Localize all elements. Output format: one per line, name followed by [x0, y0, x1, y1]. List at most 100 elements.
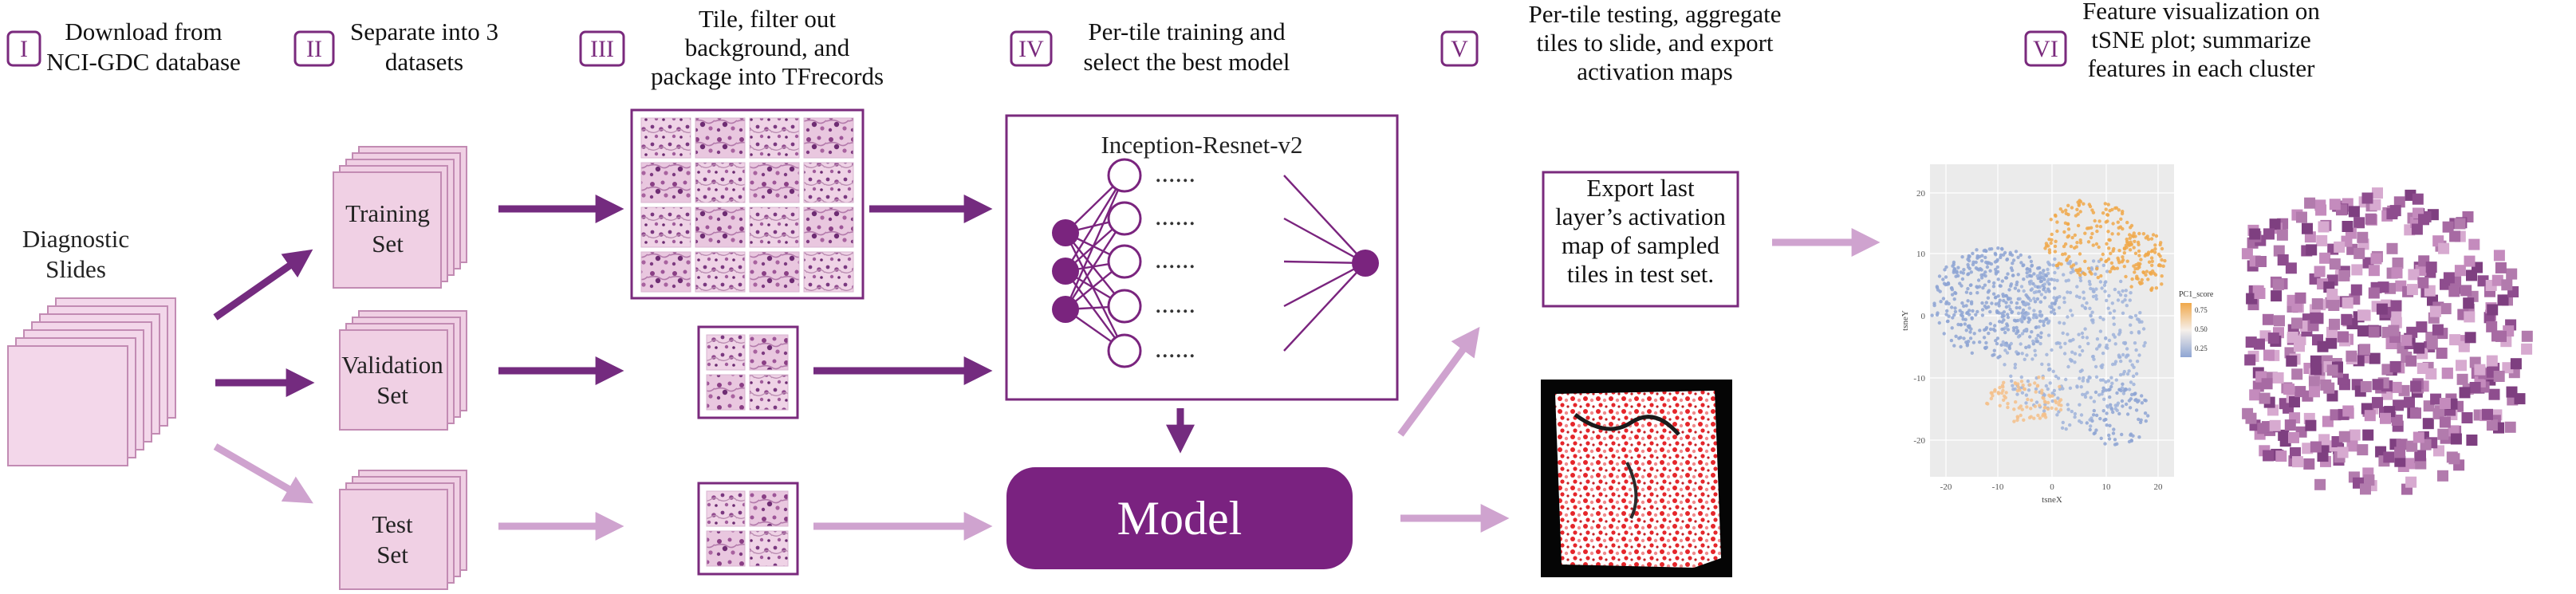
tsne-point	[2107, 437, 2112, 441]
tsne-point	[2154, 286, 2159, 290]
mosaic-tile	[2448, 285, 2460, 297]
mosaic-tile	[2390, 381, 2402, 393]
tsne-point	[2040, 362, 2044, 366]
tsne-point	[1995, 265, 1999, 269]
mosaic-tile	[2308, 376, 2320, 387]
tsne-point	[2121, 210, 2125, 214]
tsne-point	[1994, 339, 1998, 343]
mosaic-tile	[2461, 412, 2473, 423]
mosaic-tile	[2406, 440, 2418, 452]
tsne-point	[2080, 368, 2084, 372]
tsne-point	[2125, 241, 2129, 245]
tsne-point	[2133, 251, 2138, 255]
mosaic-tile	[2357, 325, 2369, 337]
set-card	[339, 489, 448, 590]
tsne-point	[1993, 251, 1997, 256]
tsne-point	[2053, 244, 2058, 249]
tsne-point	[1953, 309, 1958, 314]
tsne-point	[2005, 258, 2009, 262]
tsne-point	[2042, 288, 2046, 292]
network-connection	[1283, 260, 1366, 265]
tsne-point	[2028, 298, 2033, 302]
mosaic-tile	[2346, 440, 2358, 452]
mosaic-tile	[2466, 269, 2477, 281]
tsne-point	[2115, 266, 2120, 270]
step-badge	[1010, 30, 1053, 67]
tsne-point	[2015, 392, 2019, 396]
mosaic-tile	[2323, 382, 2335, 394]
tsne-point	[2153, 250, 2157, 254]
tsne-point	[2087, 279, 2092, 284]
tsne-point	[2020, 352, 2024, 356]
tsne-point	[2129, 223, 2134, 228]
tsne-point	[2101, 386, 2105, 390]
tsne-point	[2070, 235, 2074, 240]
test-tiles	[697, 482, 799, 576]
tsne-point	[2094, 428, 2098, 432]
he-stained-tile	[640, 117, 691, 159]
tsne-point	[2100, 286, 2104, 290]
mosaic-tile	[2274, 315, 2285, 327]
tsne-point	[2121, 258, 2125, 262]
he-stained-tile	[749, 251, 800, 293]
tsne-point	[2015, 280, 2019, 285]
mosaic-tile	[2348, 206, 2360, 218]
tsne-point	[2143, 254, 2147, 258]
tsne-point	[2031, 339, 2035, 344]
tsne-point	[2042, 406, 2046, 410]
mosaic-tile	[2310, 364, 2322, 376]
tsne-point	[2058, 384, 2062, 389]
tsne-point	[1999, 284, 2003, 288]
tsne-point	[2009, 374, 2013, 378]
mosaic-tile	[2474, 364, 2486, 376]
tsne-point	[2029, 279, 2033, 283]
mosaic-tile	[2310, 312, 2322, 324]
step-numeral: I	[20, 36, 28, 62]
tsne-point	[2066, 403, 2070, 407]
tsne-point	[2078, 403, 2082, 407]
tsne-point	[2128, 236, 2132, 240]
tsne-point	[2053, 250, 2058, 254]
step-line: package into TFrecords	[651, 62, 884, 90]
tsne-point	[2013, 366, 2017, 370]
tsne-point	[1935, 313, 1940, 317]
tsne-point	[2149, 288, 2153, 293]
tsne-point	[2056, 376, 2061, 380]
tsne-point	[2027, 388, 2031, 392]
input-neuron	[1052, 296, 1079, 323]
tsne-point	[2154, 234, 2159, 238]
he-stained-tile	[695, 162, 746, 203]
tsne-point	[2050, 348, 2054, 352]
mosaic-tile	[2338, 431, 2350, 443]
mosaic-tile	[2486, 321, 2498, 332]
tsne-point	[2006, 272, 2010, 276]
tsne-point	[1975, 291, 1979, 295]
tsne-point	[1942, 281, 1947, 285]
tsne-point	[2090, 416, 2093, 420]
tsne-point	[1997, 304, 2001, 308]
tsne-point	[2140, 394, 2144, 398]
mosaic-tile	[2263, 228, 2275, 240]
mosaic-tile	[2342, 405, 2354, 417]
mosaic-tile	[2491, 274, 2503, 286]
tsne-point	[2038, 416, 2042, 420]
mosaic-tile	[2360, 381, 2372, 392]
tsne-point	[2090, 267, 2094, 271]
tsne-point	[2145, 269, 2149, 273]
tsne-point	[2133, 270, 2137, 274]
tsne-point	[2108, 269, 2112, 273]
tsne-legend-title: PC1_score	[2179, 290, 2214, 299]
tsne-point	[2034, 339, 2038, 344]
tsne-point	[1930, 313, 1934, 317]
layer-ellipsis: ......	[1155, 289, 1195, 319]
tsne-point	[2025, 274, 2030, 278]
mosaic-tile	[2468, 238, 2480, 250]
tsne-point	[2129, 323, 2133, 327]
tsne-point	[2042, 409, 2046, 413]
tsne-point	[2111, 410, 2115, 415]
export-line: map of sampled	[1562, 231, 1720, 259]
tsne-point	[2019, 380, 2024, 384]
tsne-point	[2024, 313, 2028, 317]
step-numeral: II	[306, 36, 322, 62]
tsne-point	[2074, 214, 2078, 218]
